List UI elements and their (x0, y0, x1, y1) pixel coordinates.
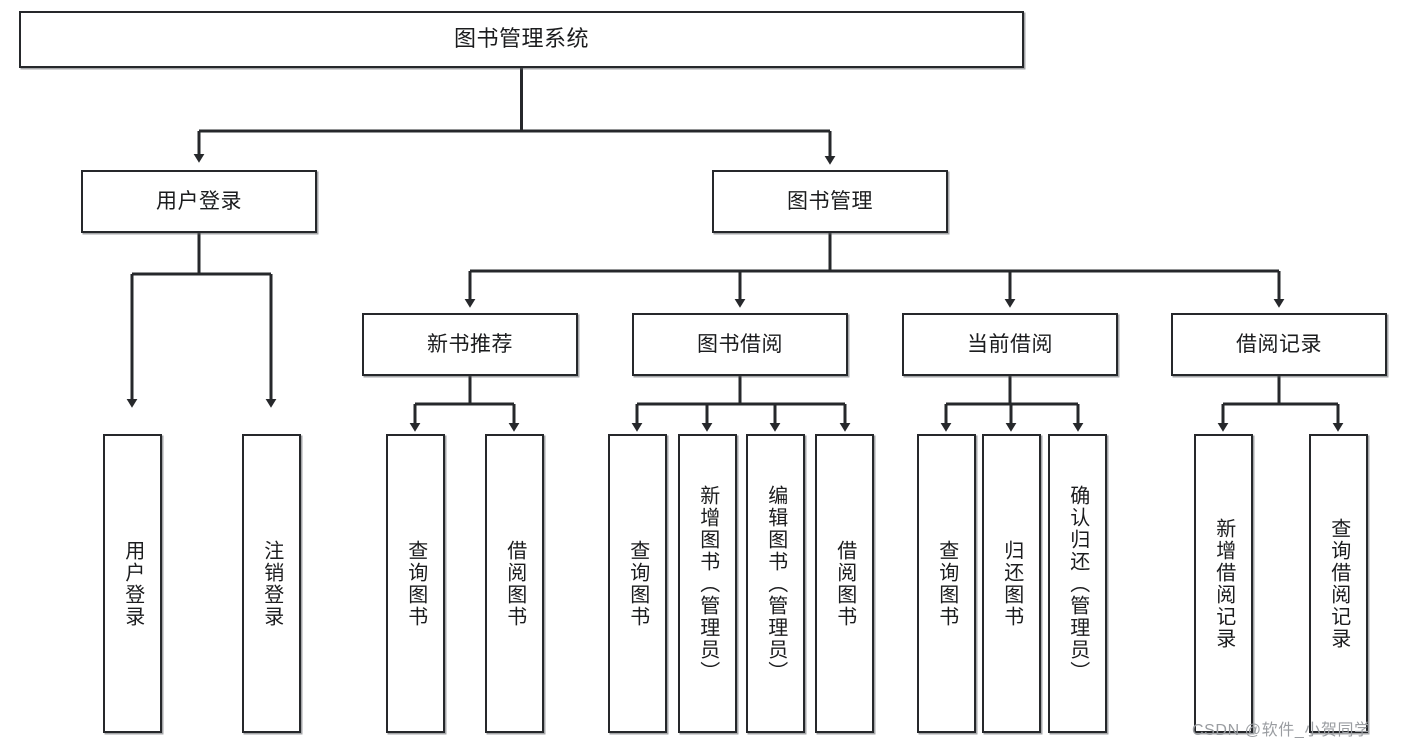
node-current-borrow[interactable]: 当前借阅 (902, 313, 1118, 376)
node-leaf-book-borrow-lend[interactable]: 借阅图书 (815, 434, 874, 733)
node-label: 用户登录 (121, 539, 144, 628)
node-label: 借阅图书 (503, 539, 526, 628)
node-label: 查询图书 (626, 539, 649, 628)
node-borrow-record[interactable]: 借阅记录 (1171, 313, 1387, 376)
node-label: 归还图书 (1000, 539, 1023, 628)
csdn-watermark: CSDN @软件_小贺同学 (1192, 716, 1371, 740)
node-label: 新增图书（管理员） (696, 484, 719, 683)
node-label: 查询借阅记录 (1327, 517, 1350, 650)
node-leaf-user-login-signout[interactable]: 注销登录 (242, 434, 301, 733)
node-label: 新增借阅记录 (1212, 517, 1235, 650)
node-label: 图书借阅 (697, 332, 783, 356)
node-label: 借阅图书 (833, 539, 856, 628)
node-book-management[interactable]: 图书管理 (712, 170, 948, 233)
node-label: 确认归还（管理员） (1066, 484, 1089, 683)
node-leaf-user-login-signin[interactable]: 用户登录 (103, 434, 162, 733)
node-leaf-current-borrow-confirm-return[interactable]: 确认归还（管理员） (1048, 434, 1107, 733)
node-label: 查询图书 (404, 539, 427, 628)
node-label: 查询图书 (935, 539, 958, 628)
node-root-book-management-system[interactable]: 图书管理系统 (19, 11, 1024, 68)
watermark-text: CSDN @软件_小贺同学 (1192, 722, 1371, 739)
node-label: 编辑图书（管理员） (764, 484, 787, 683)
node-leaf-book-borrow-edit[interactable]: 编辑图书（管理员） (746, 434, 805, 733)
node-label: 图书管理系统 (453, 26, 589, 52)
node-label: 注销登录 (260, 539, 283, 628)
node-leaf-book-borrow-add[interactable]: 新增图书（管理员） (678, 434, 737, 733)
node-leaf-current-borrow-query[interactable]: 查询图书 (917, 434, 976, 733)
node-label: 当前借阅 (967, 332, 1053, 356)
node-leaf-current-borrow-return[interactable]: 归还图书 (982, 434, 1041, 733)
node-label: 新书推荐 (427, 332, 513, 356)
node-label: 图书管理 (787, 189, 873, 213)
node-leaf-new-book-query[interactable]: 查询图书 (386, 434, 445, 733)
node-leaf-new-book-borrow[interactable]: 借阅图书 (485, 434, 544, 733)
node-book-borrow[interactable]: 图书借阅 (632, 313, 848, 376)
node-user-login[interactable]: 用户登录 (81, 170, 317, 233)
node-label: 用户登录 (156, 189, 242, 213)
node-new-book-recommend[interactable]: 新书推荐 (362, 313, 578, 376)
node-label: 借阅记录 (1236, 332, 1322, 356)
node-leaf-borrow-record-add[interactable]: 新增借阅记录 (1194, 434, 1253, 733)
node-leaf-borrow-record-query[interactable]: 查询借阅记录 (1309, 434, 1368, 733)
node-leaf-book-borrow-query[interactable]: 查询图书 (608, 434, 667, 733)
